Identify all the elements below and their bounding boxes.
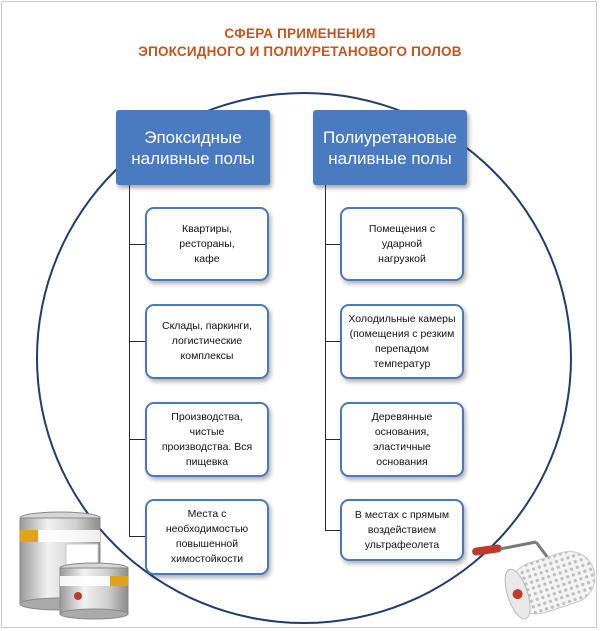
epoxy-connector-vertical — [129, 185, 130, 536]
polyurethane-item: Помещения с ударной нагрузкой — [340, 207, 464, 281]
item-text-line: Помещения с ударной — [368, 222, 436, 250]
polyurethane-item: Холодильные камеры (помещения с резким п… — [340, 304, 464, 379]
polyurethane-item: В местах с прямым воздействием ультрафео… — [340, 499, 464, 561]
item-text-line: Квартиры, рестораны, — [179, 222, 235, 250]
item-text-line: температур — [373, 357, 431, 370]
polyurethane-connector — [325, 341, 340, 342]
epoxy-header-line: Эпоксидные — [144, 127, 242, 147]
epoxy-header: Эпоксидные наливные полы — [116, 110, 270, 185]
epoxy-connector — [129, 244, 145, 245]
polyurethane-item: Деревянные основания, эластичные основан… — [340, 402, 464, 477]
item-text-line: нагрузкой — [378, 252, 426, 265]
polyurethane-connector — [325, 244, 340, 245]
spiked-roller-image — [470, 518, 596, 626]
item-text-line: производства. Вся — [161, 440, 253, 453]
item-text-line: комплексы — [180, 350, 234, 362]
item-text-line: эластичные основания — [373, 440, 431, 468]
epoxy-connector — [129, 439, 145, 440]
polyurethane-connector — [325, 530, 340, 531]
item-text-line: перепадом — [375, 342, 429, 355]
item-text-line: кафе — [194, 252, 220, 265]
item-text-line: Производства, чистые — [171, 410, 243, 438]
circle-outline — [36, 92, 572, 624]
item-text-line: Деревянные — [371, 410, 433, 423]
polyurethane-header-line: наливные полы — [328, 148, 452, 168]
item-text-line: повышенной — [175, 538, 239, 550]
title-line-2: ЭПОКСИДНОГО И ПОЛИУРЕТАНОВОГО ПОЛОВ — [138, 44, 462, 59]
epoxy-connector — [129, 536, 145, 537]
item-text-line: воздействием — [367, 523, 437, 536]
item-text-line: основания, — [374, 425, 430, 438]
item-text-line: Склады, паркинги, — [161, 320, 252, 332]
item-text-line: пищевка — [185, 455, 229, 468]
epoxy-connector — [129, 341, 145, 342]
epoxy-item: Места с необходимостью повышенной химост… — [145, 499, 269, 575]
item-text-line: химостойкости — [170, 553, 244, 565]
item-text-line: ультрафеолета — [364, 538, 440, 551]
item-text-line: Холодильные камеры — [348, 312, 456, 325]
polyurethane-connector — [325, 439, 340, 440]
polyurethane-header: Полиуретановые наливные полы — [313, 110, 467, 185]
epoxy-item: Производства, чистые производства. Вся п… — [145, 402, 269, 477]
epoxy-item: Склады, паркинги, логистические комплекс… — [145, 304, 269, 379]
item-text-line: необходимостью — [165, 523, 249, 535]
epoxy-item: Квартиры, рестораны, кафе — [145, 207, 269, 281]
polyurethane-header-line: Полиуретановые — [323, 127, 457, 147]
title-line-1: СФЕРА ПРИМЕНЕНИЯ — [224, 26, 376, 41]
epoxy-header-line: наливные полы — [131, 148, 255, 168]
item-text-line: логистические — [171, 335, 243, 347]
item-text-line: (помещения с резким — [349, 327, 455, 340]
item-text-line: Места с — [187, 508, 227, 520]
item-text-line: В местах с прямым — [354, 508, 450, 521]
polyurethane-connector-vertical — [325, 185, 326, 530]
paint-cans-image — [8, 510, 138, 622]
